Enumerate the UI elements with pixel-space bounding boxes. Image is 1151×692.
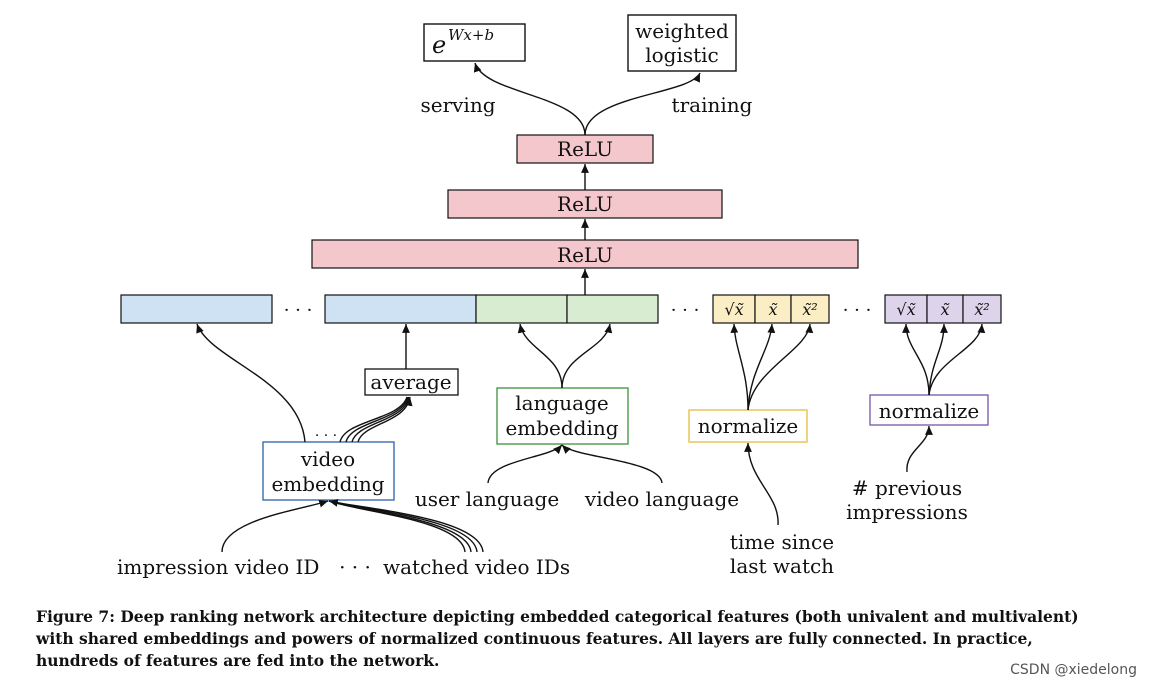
relu-layer-bottom: ReLU [311,239,859,269]
edges-video-embedding-to-average [339,396,413,443]
watermark: CSDN @xiedelong [1010,662,1137,678]
video-language-label: video language [584,487,739,511]
average-label: average [370,370,451,394]
impression-video-embedding-cell [120,294,273,324]
ellipsis-2: · · · [671,300,700,321]
ellipsis-3: · · · [843,300,872,321]
edge-video-embedding-to-impression-cell [196,323,306,443]
edges-normalize-time-to-cells [730,323,814,411]
edge-user-language-to-embedding [487,444,563,484]
network-diagram: e Wx+b weighted logistic serving trainin… [117,14,1002,579]
serving-label: serving [420,93,495,117]
time-square-cell [790,294,830,324]
user-language-label: user language [415,487,559,511]
language-embedding-node: language embedding [496,387,629,445]
edge-language-to-user-cell [517,323,563,389]
time-since-line1: time since [730,530,834,554]
edge-relu-to-training [584,72,701,136]
relu-layer-middle: ReLU [447,189,723,219]
edge-impression-id-to-embedding [221,499,329,553]
previous-impressions-line2: impressions [846,500,968,524]
training-node-line2: logistic [645,43,719,67]
normalize-impressions-label: normalize [879,399,980,423]
impressions-sqrt-cell [884,294,928,324]
normalize-time-node: normalize [688,409,808,443]
watched-video-ids-label: watched video IDs [383,555,570,579]
edge-video-language-to-embedding [561,444,663,484]
impression-video-id-label: impression video ID [117,555,319,579]
edge-time-since-to-normalize [744,442,779,526]
video-embedding-line1: video [300,447,355,471]
impressions-square-cell [962,294,1002,324]
time-square-label: x̃² [802,300,817,319]
inputs-ellipsis: · · · [339,555,371,579]
ellipsis-1: · · · [284,300,313,321]
time-x-label: x̃ [768,300,777,319]
time-since-line2: last watch [730,554,834,578]
impressions-sqrt-label: √x̃ [896,300,916,319]
language-embedding-line1: language [515,391,608,415]
serving-formula-exponent: Wx+b [448,26,494,44]
video-language-embedding-cell [566,294,659,324]
edge-previous-impressions-to-normalize [906,425,933,473]
video-embedding-line2: embedding [271,472,384,496]
relu-layer-top-label: ReLU [557,137,613,161]
serving-output-node: e Wx+b [423,23,526,62]
video-embedding-node: video embedding [262,441,395,501]
impressions-square-label: x̃² [974,300,989,319]
training-node-line1: weighted [635,19,729,43]
edges-watched-ids-to-embedding [328,499,484,553]
average-node: average [364,368,459,396]
impressions-x-label: x̃ [940,300,949,319]
language-embedding-line2: embedding [505,416,618,440]
edge-language-to-video-cell [561,323,613,389]
edges-normalize-impressions-to-cells [902,323,986,396]
edge-relu-to-serving [473,62,586,136]
previous-impressions-line1: # previous [852,476,962,500]
serving-formula-base: e [432,31,446,59]
training-label: training [672,93,753,117]
normalize-impressions-node: normalize [869,394,989,426]
normalize-time-label: normalize [698,414,799,438]
user-language-embedding-cell [475,294,568,324]
watched-average-embedding-cell [324,294,477,324]
relu-layer-bottom-label: ReLU [557,243,613,267]
relu-layer-top: ReLU [516,134,654,164]
time-x-cell [754,294,792,324]
relu-layer-middle-label: ReLU [557,192,613,216]
time-sqrt-label: √x̃ [724,300,744,319]
figure-caption: Figure 7: Deep ranking network architect… [36,607,1079,670]
multivalent-ellipsis: · · · [315,428,337,444]
training-output-node: weighted logistic [627,14,737,72]
